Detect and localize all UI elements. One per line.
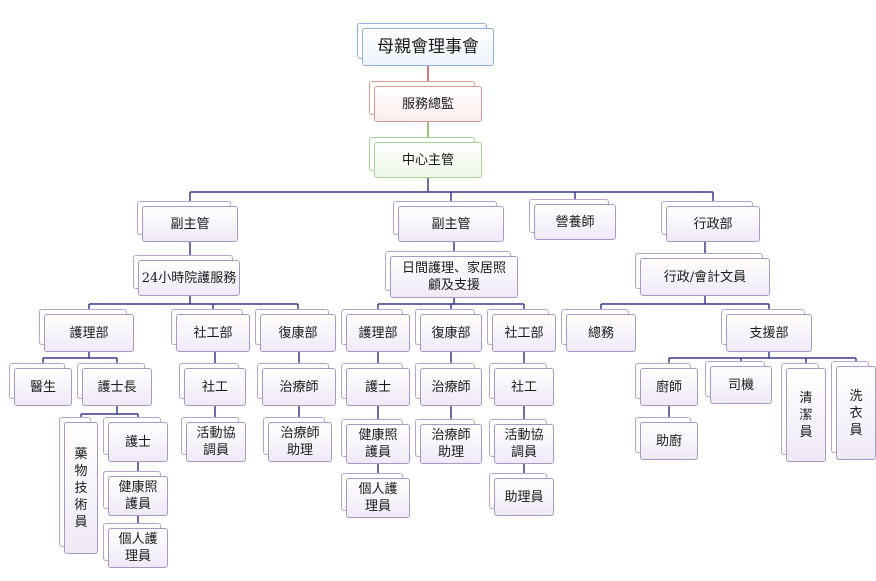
node-rehab-mid: 復康部: [415, 309, 482, 352]
node-social-left: 社工部: [171, 309, 250, 352]
node-social-worker-mid: 社工: [489, 363, 554, 406]
node-chef: 廚師: [635, 363, 698, 406]
node-activity-left: 活動協 調員: [181, 417, 246, 462]
node-admin-dept: 行政部: [661, 201, 760, 242]
node-therapist-asst-mid: 治療師 助理: [415, 419, 482, 464]
node-assistant-mid: 助理員: [489, 473, 554, 516]
node-doctor: 醫生: [9, 363, 72, 406]
node-director: 服務總監: [369, 81, 482, 122]
node-center-head: 中心主管: [369, 137, 482, 178]
node-24h-service: 24小時院護服務: [133, 255, 240, 296]
node-admin-clerk: 行政/會計文員: [635, 253, 770, 296]
node-social-mid: 社工部: [487, 309, 556, 352]
node-dietitian: 營養師: [529, 199, 616, 240]
node-board: 母親會理事會: [357, 23, 494, 66]
node-nursing-mid: 護理部: [341, 309, 410, 352]
node-general: 總務: [561, 309, 636, 352]
node-health-left: 健康照 護員: [103, 471, 168, 516]
node-laundry: 洗 衣 員: [831, 361, 876, 460]
node-cleaner: 清 潔 員: [781, 363, 826, 462]
node-head-nurse: 護士長: [77, 363, 152, 406]
node-activity-mid: 活動協 調員: [489, 419, 554, 464]
node-therapist-mid: 治療師: [415, 363, 482, 406]
node-deputy-mid: 副主管: [393, 201, 504, 242]
node-driver: 司機: [705, 361, 772, 404]
node-health-mid: 健康照 護員: [341, 419, 410, 464]
node-therapist-left: 治療師: [257, 363, 336, 406]
node-therapist-asst-left: 治療師 助理: [263, 417, 332, 462]
node-pharmacy: 藥 物 技 術 員: [59, 417, 98, 554]
node-personal-left: 個人護 理員: [103, 523, 168, 568]
node-personal-mid: 個人護 理員: [341, 473, 410, 518]
node-support: 支援部: [721, 309, 812, 352]
node-rehab-left: 復康部: [255, 309, 336, 352]
node-kitchen-asst: 助廚: [635, 417, 698, 460]
node-nurse-mid: 護士: [341, 363, 410, 406]
node-social-worker-left: 社工: [179, 363, 246, 406]
node-nurse-left: 護士: [103, 417, 168, 462]
node-nursing-left: 護理部: [39, 309, 134, 352]
node-day-care: 日間護理、家居照 顧及支援: [385, 251, 518, 298]
node-deputy-left: 副主管: [137, 201, 238, 242]
